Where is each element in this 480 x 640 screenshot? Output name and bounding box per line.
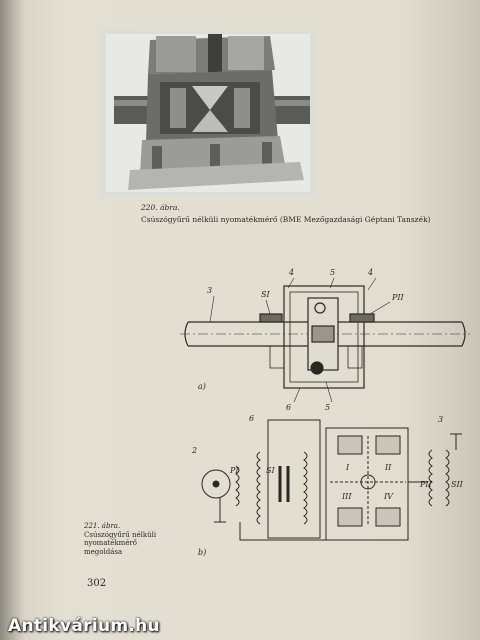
label-SI-circuit: SI (266, 466, 275, 475)
label-2: 2 (192, 446, 198, 455)
label-PII-circuit: PII (420, 480, 432, 489)
label-3: 3 (207, 286, 213, 295)
torque-meter-photo (100, 30, 316, 196)
page-number: 302 (87, 578, 107, 589)
label-3-circuit: 3 (438, 415, 444, 424)
label-IV: IV (384, 492, 393, 501)
figure-221-caption-line-2: nyomatékmérő (84, 539, 138, 547)
watermark-text: Antikvárium.hu (8, 616, 160, 636)
figure-221-caption-line-3: megoldása (84, 547, 123, 556)
label-4-left: 4 (289, 268, 295, 277)
watermark-bar: Antikvárium.hu (0, 614, 480, 640)
figure-221-caption: 221. ábra. Csúszógyűrű nélküli nyomatékm… (84, 522, 164, 556)
part-a-label: a) (198, 382, 206, 391)
label-4-right: 4 (368, 268, 374, 277)
label-I: I (346, 463, 350, 472)
label-PI: PI (230, 466, 239, 475)
label-SII-circuit: SII (451, 480, 463, 489)
label-5-bottom: 5 (325, 403, 331, 412)
circuit-diagram (201, 419, 462, 541)
label-SI: SI (261, 290, 270, 299)
label-6-circuit: 6 (249, 414, 255, 423)
label-PII: PII (392, 293, 404, 302)
label-III: III (342, 492, 352, 501)
figure-221-number: 221. ábra. (84, 522, 121, 530)
figure-220-number: 220. ábra. (141, 203, 180, 212)
figure-220-caption: Csúszógyűrű nélküli nyomatékmérő (BME Me… (141, 215, 431, 224)
label-II: II (385, 463, 392, 472)
book-gutter (0, 0, 24, 640)
label-6-bottom: 6 (286, 403, 292, 412)
figure-221-caption-line-1: Csúszógyűrű nélküli (84, 530, 157, 539)
cross-section-drawing (180, 277, 470, 403)
label-5-top: 5 (330, 268, 336, 277)
part-b-label: b) (198, 548, 207, 557)
